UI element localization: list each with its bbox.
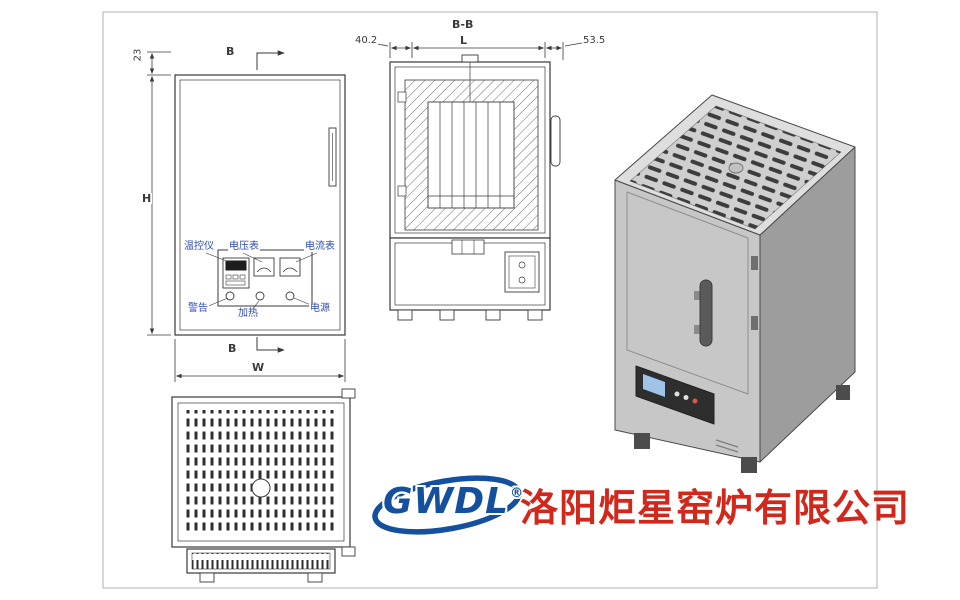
iso-bottom-vents [715, 439, 739, 453]
label-power: 电源 [309, 303, 331, 314]
iso-door [626, 191, 749, 395]
brand-logo-text: GWDL [383, 481, 510, 522]
iso-hinge-lower [751, 316, 758, 330]
company-name: 洛阳炬星窑炉有限公司 [520, 486, 911, 530]
dim-label-height: H [141, 192, 153, 205]
dim-label-L: L [459, 34, 469, 47]
dim-label-40-2: 40.2 [354, 35, 379, 46]
label-voltmeter: 电压表 [228, 241, 260, 252]
label-ammeter: 电流表 [304, 241, 336, 252]
heating-elements [428, 62, 514, 208]
iso-view [614, 94, 856, 473]
sheet-frame [102, 11, 878, 589]
rear-vent-strip [191, 552, 331, 570]
furnace-chamber [427, 101, 515, 209]
front-view [174, 74, 346, 336]
iso-panel-screen [643, 374, 665, 397]
section-arrow-top [256, 50, 285, 70]
section-view-title: B-B [451, 18, 475, 31]
dim-label-53-5: 53.5 [582, 35, 607, 46]
exhaust-hole [251, 478, 271, 498]
brand-logo: GWDL® [383, 484, 524, 520]
logo-swoosh [372, 475, 522, 535]
warning-lamp [225, 291, 235, 301]
front-control-panel [217, 249, 313, 307]
power-switch [285, 291, 295, 301]
dim-label-top-offset: 23 [132, 47, 144, 63]
ammeter [279, 257, 301, 277]
registered-mark: ® [510, 486, 525, 501]
top-view [171, 388, 356, 583]
iso-exhaust-hole [728, 162, 744, 174]
hinge-tab-top [341, 388, 356, 399]
front-door-handle [328, 127, 337, 187]
iso-hinge-upper [751, 256, 758, 270]
side-bracket [550, 115, 561, 167]
top-vent-grid [186, 410, 336, 534]
front-view-dimensions [147, 50, 346, 382]
thermocouple-port [461, 54, 479, 63]
temperature-controller [222, 257, 250, 289]
section-label-top: B [225, 45, 236, 58]
section-view [389, 54, 561, 321]
terminal-box [504, 251, 540, 293]
voltmeter [253, 257, 275, 277]
section-arrow-bottom [256, 337, 285, 353]
hinge-tab-bottom [341, 546, 356, 557]
label-heating: 加热 [237, 308, 259, 319]
dim-label-width: W [251, 361, 266, 374]
section-label-bottom: B [227, 342, 238, 355]
heating-lamp [255, 291, 265, 301]
iso-door-handle [699, 279, 713, 347]
label-warning: 警告 [187, 303, 209, 314]
label-temperature-controller: 温控仪 [183, 241, 215, 252]
